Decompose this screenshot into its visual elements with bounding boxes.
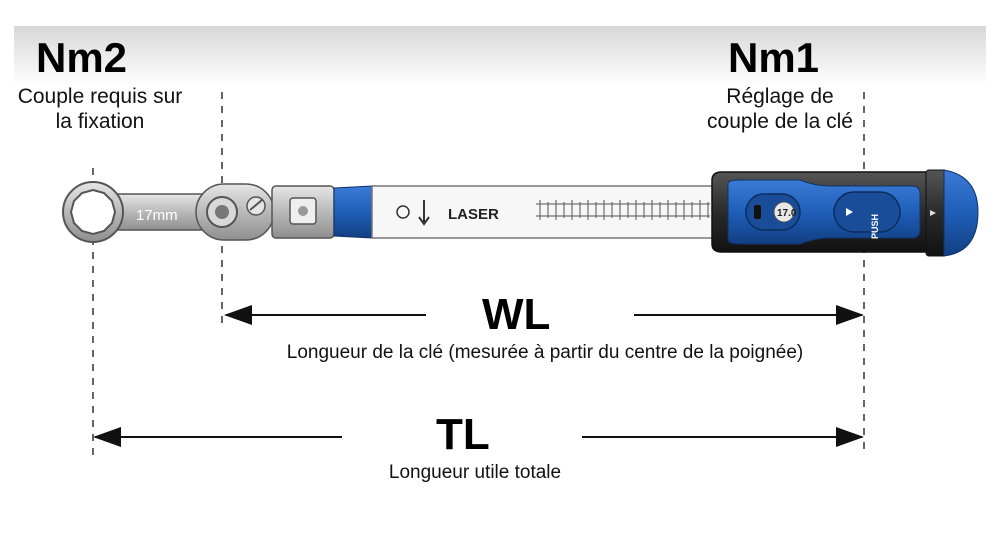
wrench-shaft: [371, 185, 715, 239]
nm2-description: Couple requis sur la fixation: [17, 85, 183, 133]
handle-value-display: 17.0: [777, 208, 797, 219]
neck-block: [271, 185, 335, 239]
nm2-title: Nm2: [36, 34, 128, 81]
tl-title: TL: [436, 410, 490, 459]
nm1-description: Réglage de couple de la clé: [707, 85, 853, 133]
push-button-label: PUSH: [870, 214, 880, 239]
nm1-title: Nm1: [728, 34, 820, 81]
wl-title: WL: [482, 290, 551, 339]
adapter-size-label: 17mm: [136, 207, 178, 224]
wl-description: Longueur de la clé (mesurée à partir du …: [286, 342, 804, 363]
brand-logo: LASER: [448, 206, 499, 223]
tl-description: Longueur utile totale: [388, 462, 562, 483]
handle-grip: [711, 171, 929, 253]
blue-collar: [333, 185, 373, 239]
end-cap: [925, 169, 979, 257]
ring-adapter: [62, 181, 211, 243]
torque-scale: [536, 200, 710, 220]
header-gradient-band: [14, 26, 986, 86]
ratchet-head: [195, 183, 275, 241]
